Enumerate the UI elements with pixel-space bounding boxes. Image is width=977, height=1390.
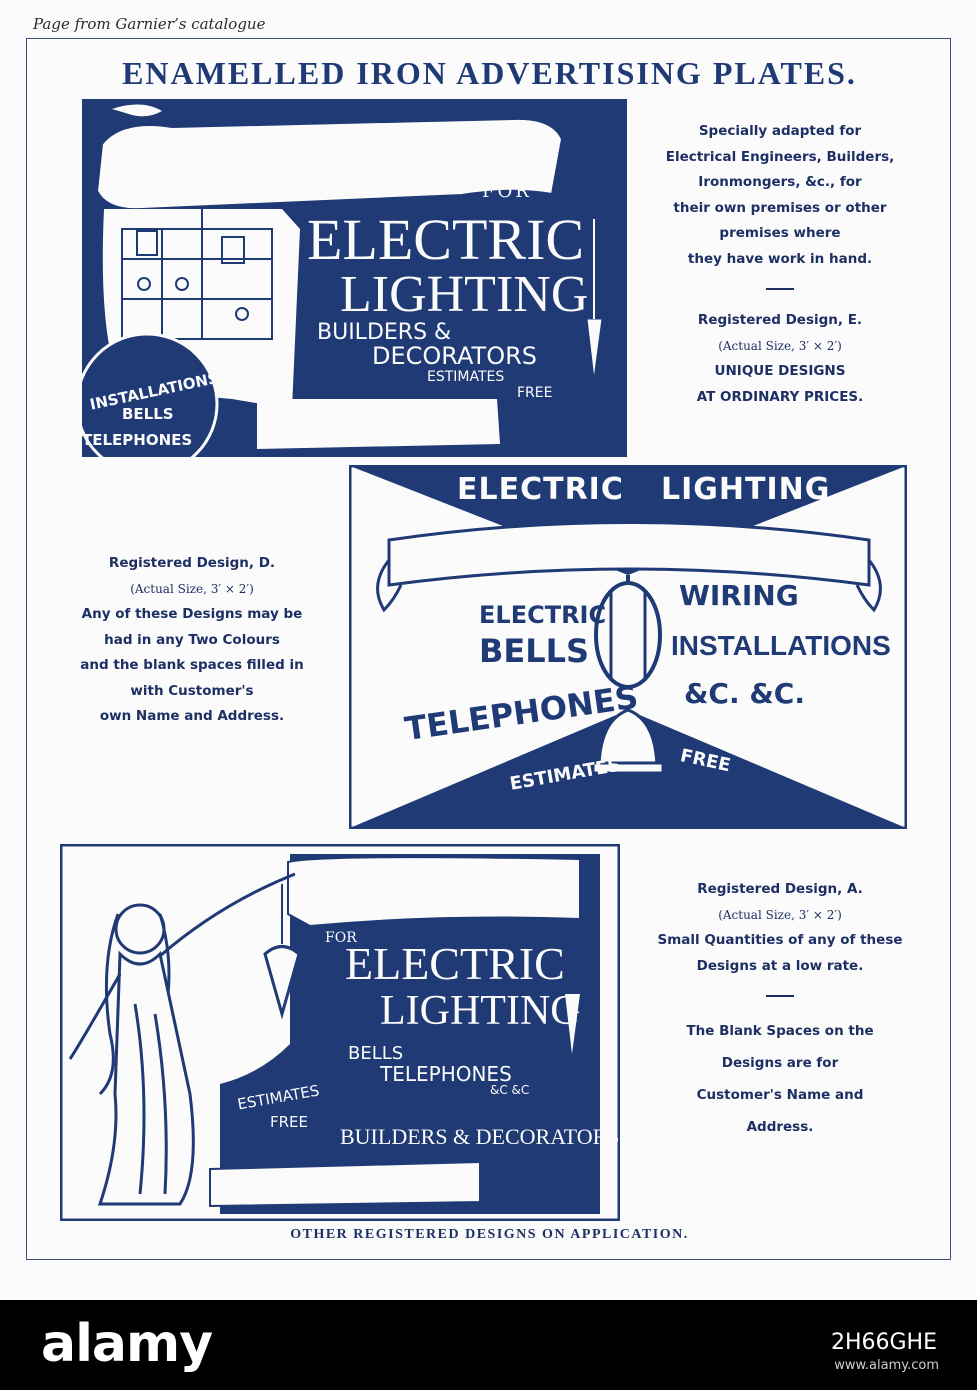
design-a-line-4: Designs are for [721, 1055, 839, 1071]
plate-d-wiring: WIRING [679, 579, 799, 612]
design-e-unique-1: UNIQUE DESIGNS [714, 363, 846, 379]
design-d-title: Registered Design, D. [108, 555, 276, 571]
plate-d-top-electric: ELECTRIC [457, 472, 624, 507]
plate-e-bells: BELLS [122, 405, 174, 423]
plate-e-decorators: DECORATORS [372, 342, 537, 370]
design-d-description: Registered Design, D. (Actual Size, 3′ ×… [47, 551, 337, 730]
stock-watermark-bar: alamy 2H66GHE www.alamy.com [0, 1300, 977, 1390]
plate-d-electric: ELECTRIC [479, 601, 606, 629]
design-d-line-5: own Name and Address. [99, 708, 285, 724]
design-a-title: Registered Design, A. [697, 881, 863, 897]
design-e-line-1: Specially adapted for [698, 123, 862, 139]
design-e-description: Specially adapted for Electrical Enginee… [625, 119, 935, 410]
plate-d-bells: BELLS [479, 632, 589, 670]
design-a-line-2: Designs at a low rate. [696, 957, 864, 974]
plate-a-free: FREE [270, 1113, 308, 1131]
plate-d-top-lighting: LIGHTING [661, 472, 830, 507]
plate-a-lighting: LIGHTING [380, 988, 581, 1034]
design-e-line-3: Ironmongers, &c., for [698, 174, 862, 190]
footer-note: OTHER REGISTERED DESIGNS ON APPLICATION. [290, 1227, 689, 1242]
design-a-line-3: The Blank Spaces on the [686, 1023, 874, 1039]
design-a-line-1: Small Quantities of any of these [657, 932, 903, 948]
plate-a-electric: ELECTRIC [345, 938, 565, 989]
plate-e-estimates: ESTIMATES [427, 369, 504, 385]
design-d-line-3: and the blank spaces filled in [80, 657, 304, 673]
plate-design-a: FOR ELECTRIC LIGHTING BELLS TELEPHONES &… [60, 844, 620, 1221]
design-d-line-1: Any of these Designs may be [81, 606, 303, 622]
design-e-title: Registered Design, E. [697, 312, 863, 328]
design-a-line-5: Customer's Name and [696, 1087, 864, 1103]
plate-a-for: FOR [325, 930, 357, 946]
design-d-line-4: with Customer's [130, 682, 254, 699]
plate-e-lighting: LIGHTING [340, 266, 588, 323]
catalogue-page: Page from Garnier’s catalogue ENAMELLED … [26, 15, 951, 1260]
design-e-line-5: premises where [719, 225, 841, 241]
plate-a-bells: BELLS [348, 1043, 403, 1064]
plate-d-etc: &C. &C. [684, 677, 805, 710]
plate-e-free: FREE [517, 385, 552, 401]
design-a-size: (Actual Size, 3′ × 2′) [718, 907, 842, 922]
design-e-line-4: their own premises or other [673, 199, 887, 216]
stock-url: www.alamy.com [834, 1358, 939, 1373]
design-e-unique-2: AT ORDINARY PRICES. [696, 388, 864, 405]
design-d-line-2: had in any Two Colours [104, 631, 280, 648]
plate-e-telephones: TELEPHONES [82, 431, 192, 449]
plate-e-electric: ELECTRIC [307, 207, 584, 272]
plate-design-e: FOR ELECTRIC LIGHTING BUILDERS & DECORAT… [82, 99, 627, 457]
plate-design-d: ELECTRIC LIGHTING ELECTRIC BELLS TELEPHO… [349, 465, 907, 829]
stock-image-id: 2H66GHE [830, 1330, 937, 1355]
design-d-size: (Actual Size, 3′ × 2′) [130, 581, 254, 596]
plate-d-installations: INSTALLATIONS [671, 630, 891, 661]
divider-rule [766, 288, 794, 290]
design-e-line-2: Electrical Engineers, Builders, [665, 148, 895, 165]
page-heading: ENAMELLED IRON ADVERTISING PLATES. [122, 55, 857, 91]
plate-a-builders: BUILDERS & DECORATORS [340, 1124, 620, 1149]
design-e-size: (Actual Size, 3′ × 2′) [718, 338, 842, 353]
page-caption: Page from Garnier’s catalogue [33, 15, 266, 33]
plate-a-etc: &C &C [490, 1083, 529, 1097]
design-a-description: Registered Design, A. (Actual Size, 3′ ×… [625, 877, 935, 1143]
plate-e-for: FOR [482, 181, 532, 202]
plate-a-telephones: TELEPHONES [379, 1062, 512, 1086]
stock-logo: alamy [41, 1314, 213, 1374]
design-a-line-6: Address. [746, 1119, 814, 1135]
page-border-frame: ENAMELLED IRON ADVERTISING PLATES. [26, 38, 951, 1260]
divider-rule [766, 995, 794, 997]
design-e-line-6: they have work in hand. [687, 250, 873, 267]
plate-e-builders: BUILDERS & [317, 320, 451, 345]
